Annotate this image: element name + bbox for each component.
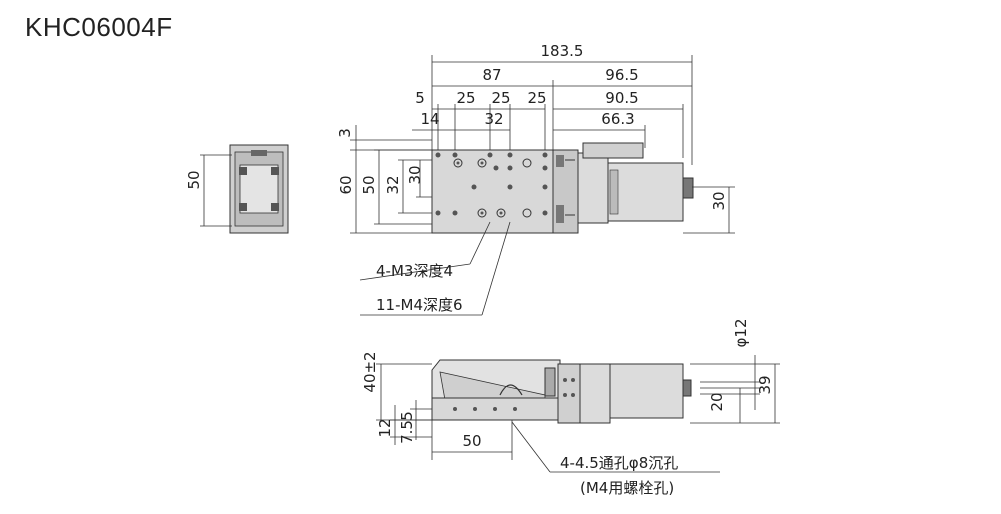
callout-m4: 11-M4深度6 (376, 296, 463, 314)
dim-30-motor: 30 (710, 191, 728, 210)
side-screw (239, 203, 247, 211)
model-title: KHC06004F (25, 12, 173, 42)
mount-holes (435, 152, 548, 218)
stage-plate (431, 149, 554, 234)
side-screw (239, 167, 247, 175)
dim-5: 5 (415, 89, 425, 107)
dim-50: 50 (360, 175, 378, 194)
dim-96-5: 96.5 (605, 66, 638, 84)
dim-12: 12 (376, 418, 394, 437)
dim-60: 60 (337, 175, 355, 194)
rail-tab (556, 155, 564, 167)
front-motor-body (609, 363, 684, 419)
dim-32: 32 (484, 110, 503, 128)
dim-39: 39 (756, 375, 774, 394)
dim-40pm2: 40±2 (361, 351, 379, 392)
dim-14: 14 (420, 110, 439, 128)
rail-tab (556, 205, 564, 223)
side-screw (271, 203, 279, 211)
motor-coupler (577, 152, 609, 224)
callout-m3: 4-M3深度4 (376, 262, 453, 280)
dim-5: 5 (398, 411, 416, 421)
motor-shaft (682, 177, 694, 199)
dim-7-5: 7.5 (398, 420, 416, 444)
dim-25-a: 25 (456, 89, 475, 107)
side-screw (271, 167, 279, 175)
side-knob (251, 150, 267, 156)
dim-3: 3 (336, 128, 354, 138)
side-dim-50: 50 (185, 170, 203, 189)
dim-87: 87 (482, 66, 501, 84)
dim-25-b: 25 (491, 89, 510, 107)
side-view: 50 (185, 144, 289, 234)
motor-body (607, 162, 684, 222)
dim-66-3: 66.3 (601, 110, 634, 128)
callouts-top: 4-M3深度4 11-M4深度6 (359, 221, 511, 316)
front-view: 40±2 12 7.5 5 50 39 20 φ12 4-4.5通孔φ8沉孔 (… (361, 319, 780, 497)
front-motor-coupler (579, 363, 611, 424)
dim-25-c: 25 (527, 89, 546, 107)
dim-32-v: 32 (384, 175, 402, 194)
dim-183-5: 183.5 (541, 42, 584, 60)
dim-90-5: 90.5 (605, 89, 638, 107)
dim-30-v: 30 (406, 165, 424, 184)
dim-phi12: φ12 (732, 319, 750, 348)
motor-cable-box (582, 142, 644, 159)
top-view: 183.5 87 96.5 90.5 5 25 25 25 66.3 14 32… (336, 42, 735, 234)
dim-50-h: 50 (462, 432, 481, 450)
callout-through-hole: 4-4.5通孔φ8沉孔 (560, 454, 678, 472)
dim-20: 20 (708, 392, 726, 411)
front-end-block (557, 363, 581, 424)
callout-through-hole-sub: (M4用螺栓孔) (580, 479, 674, 497)
